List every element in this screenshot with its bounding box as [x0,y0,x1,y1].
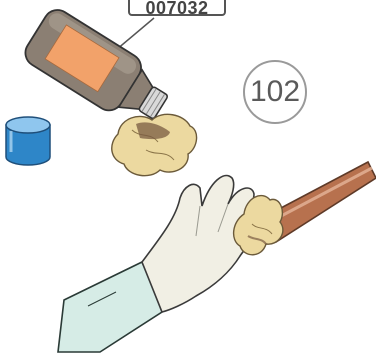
part-number-label: 007032 [128,0,226,16]
step-number-badge: 102 [243,60,307,124]
solvent-cup-icon [6,117,50,165]
cleaning-cloth-icon [112,114,197,175]
sleeve [58,262,162,352]
solvent-bottle-icon [20,5,177,135]
part-leader-line [116,18,154,50]
